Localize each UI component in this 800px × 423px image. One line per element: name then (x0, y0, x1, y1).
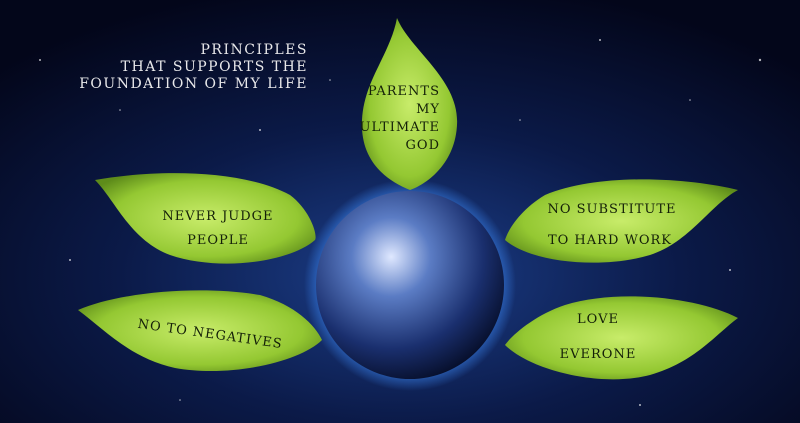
leaf-text: NO SUBSTITUTE (547, 202, 676, 217)
leaf-no-negatives: NO TO NEGATIVES (78, 290, 322, 372)
leaf-never-judge: NEVER JUDGE PEOPLE (95, 173, 316, 264)
leaf-text: NEVER JUDGE (162, 209, 273, 224)
page-title: PRINCIPLES THAT SUPPORTS THE FOUNDATION … (79, 42, 308, 93)
leaf-love-everone: LOVE EVERONE (505, 296, 738, 380)
title-line: THAT SUPPORTS THE (120, 59, 308, 75)
leaf-text: LOVE (577, 312, 619, 327)
leaf-text: PEOPLE (187, 233, 249, 248)
leaf-text: GOD (406, 138, 440, 153)
stars (39, 39, 762, 406)
title-line: PRINCIPLES (200, 42, 308, 58)
leaf-top: PARENTS MY ULTIMATE GOD (360, 18, 458, 190)
leaf-text: ULTIMATE (360, 120, 440, 135)
title-line: FOUNDATION OF MY LIFE (79, 76, 308, 92)
leaf-text: PARENTS (368, 84, 440, 99)
earth (316, 191, 504, 379)
leaf-text: MY (416, 102, 440, 117)
leaf-text: TO HARD WORK (548, 233, 672, 248)
leaf-hard-work: NO SUBSTITUTE TO HARD WORK (505, 179, 738, 263)
leaf-text: EVERONE (560, 347, 637, 362)
